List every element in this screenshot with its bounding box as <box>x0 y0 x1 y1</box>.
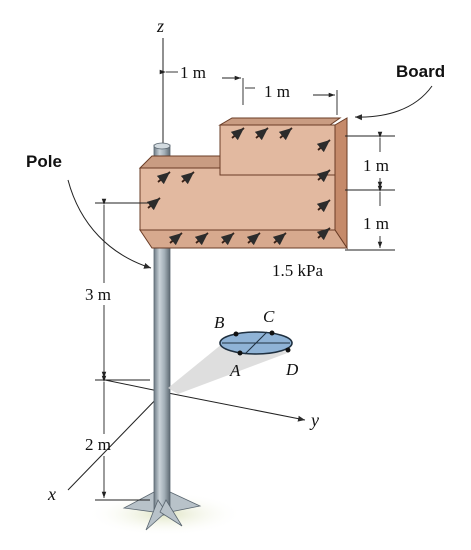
point-b-label: B <box>214 313 225 332</box>
x-axis <box>67 391 164 491</box>
dim-lower-height-label: 1 m <box>363 214 389 233</box>
board-label: Board <box>396 62 445 81</box>
y-axis <box>162 391 306 422</box>
dim-step-width-label: 1 m <box>264 82 290 101</box>
cross-section-axis-2 <box>244 331 268 355</box>
point-a-label: A <box>229 361 241 380</box>
axis-y-label: y <box>309 410 319 430</box>
section-projection <box>168 344 290 394</box>
dim-upper-height-label: 1 m <box>363 156 389 175</box>
pole-label: Pole <box>26 152 62 171</box>
dimension-lines <box>95 62 395 501</box>
point-a-dot <box>237 350 243 356</box>
pole-top <box>153 142 171 150</box>
dim-pole-upper-label: 3 m <box>85 285 111 304</box>
dim-pole-to-step-label: 1 m <box>180 63 206 82</box>
point-d-label: D <box>285 360 299 379</box>
point-b-dot <box>233 331 239 337</box>
dim-pole-lower-label: 2 m <box>85 435 111 454</box>
board-leader-arrow <box>354 85 433 121</box>
pole-leader-arrow <box>67 179 152 269</box>
y-axis-back <box>104 379 164 393</box>
point-d-dot <box>285 347 291 353</box>
pressure-label: 1.5 kPa <box>272 261 323 280</box>
point-c-label: C <box>263 307 275 326</box>
pole-base-fins <box>122 491 202 531</box>
axis-x-label: x <box>47 484 56 504</box>
point-c-dot <box>269 330 275 336</box>
axis-z-label: z <box>156 16 164 36</box>
board <box>138 117 348 250</box>
